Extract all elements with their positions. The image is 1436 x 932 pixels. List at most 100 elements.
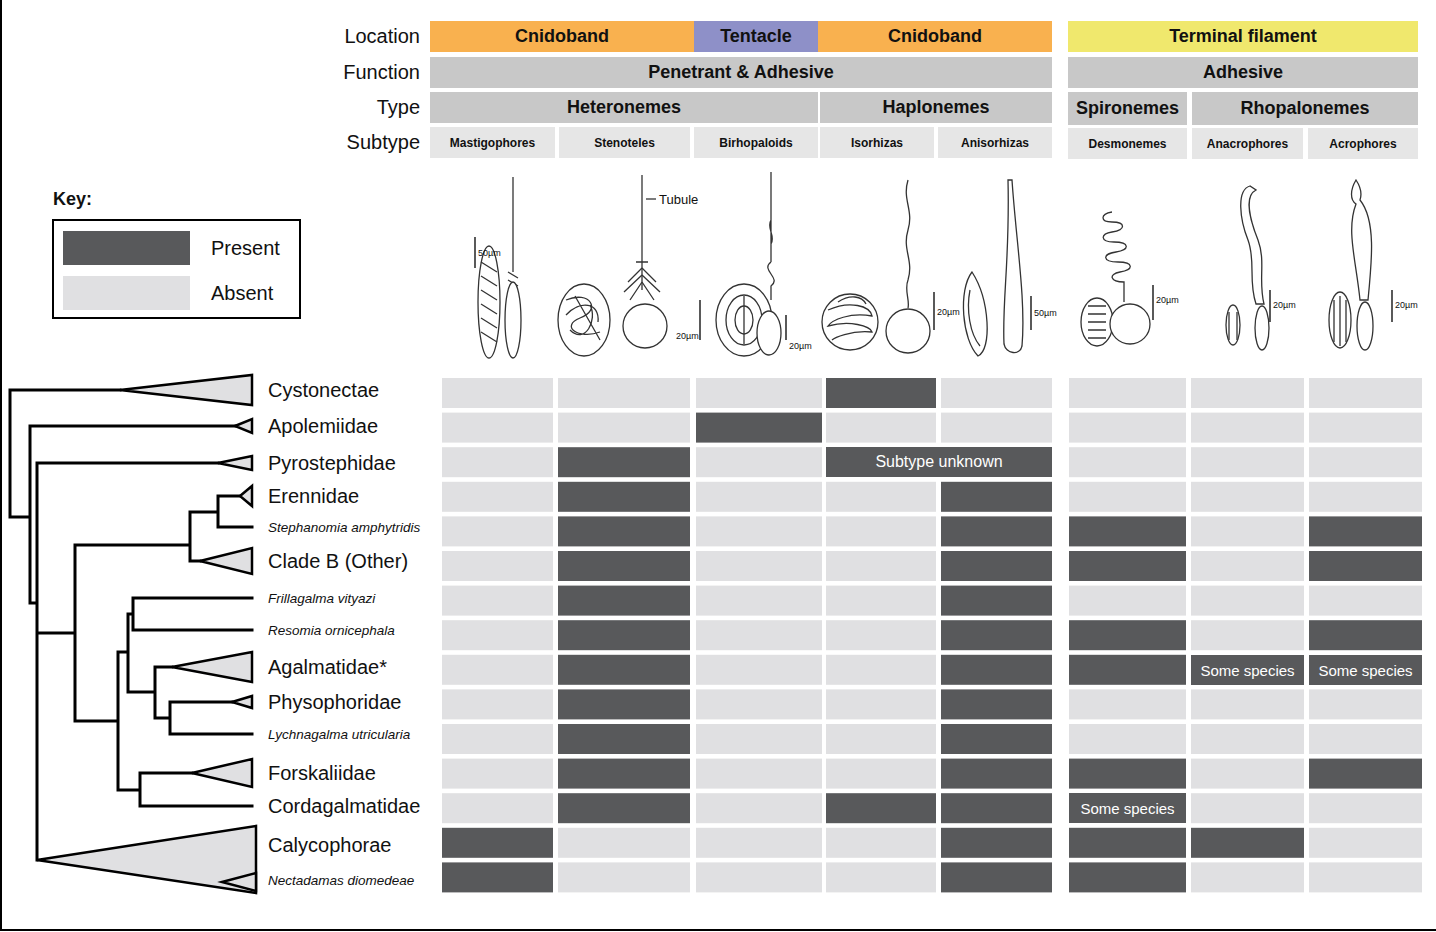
taxon-label: Calycophorae — [268, 834, 391, 857]
absent-cell — [1191, 759, 1304, 789]
absent-cell — [558, 862, 690, 892]
absent-cell — [1191, 586, 1304, 616]
scale-label: 20µm — [789, 341, 812, 351]
absent-cell — [826, 828, 936, 858]
absent-cell — [696, 482, 822, 512]
present-cell — [1069, 828, 1186, 858]
present-cell — [826, 378, 936, 408]
present-cell — [558, 724, 690, 754]
node-text: Subtype unknown — [875, 453, 1002, 471]
absent-cell — [826, 516, 936, 546]
node-text: Anacrophores — [1207, 137, 1288, 151]
type-band: Haplonemes — [820, 92, 1052, 123]
absent-cell — [1309, 586, 1422, 616]
absent-cell — [696, 862, 822, 892]
legend-text: Absent — [211, 282, 273, 305]
absent-cell — [826, 551, 936, 581]
node-text: Heteronemes — [567, 97, 681, 118]
absent-cell — [1309, 724, 1422, 754]
absent-cell — [442, 689, 553, 719]
node-text: Some species — [1200, 662, 1294, 679]
absent-cell — [941, 413, 1052, 443]
present-cell — [1309, 759, 1422, 789]
absent-cell — [558, 378, 690, 408]
presence-matrix — [442, 378, 1422, 892]
subtype-cell: Birhopaloids — [694, 127, 818, 158]
type-band: Heteronemes — [430, 92, 818, 123]
taxon-label: Pyrostephidae — [268, 452, 396, 475]
absent-cell — [696, 724, 822, 754]
note-cell: Some species — [1309, 655, 1422, 685]
present-cell — [1069, 620, 1186, 650]
present-cell — [558, 586, 690, 616]
legend-swatch — [63, 231, 190, 265]
function-band: Penetrant & Adhesive — [430, 57, 1052, 88]
subtype-cell: Desmonemes — [1068, 128, 1187, 159]
location-band: Tentacle — [694, 21, 818, 52]
scale-label: 20µm — [1273, 300, 1296, 310]
frame-line — [0, 0, 2, 931]
absent-cell — [442, 413, 553, 443]
present-cell — [442, 828, 553, 858]
absent-cell — [696, 759, 822, 789]
present-cell — [941, 655, 1052, 685]
absent-cell — [696, 586, 822, 616]
absent-cell — [1309, 793, 1422, 823]
legend-text: Present — [211, 237, 280, 260]
absent-cell — [1309, 862, 1422, 892]
absent-cell — [696, 447, 822, 477]
taxon-label: Apolemiidae — [268, 415, 378, 438]
scale-label: 20µm — [1156, 295, 1179, 305]
absent-cell — [1191, 689, 1304, 719]
note-cell: Some species — [1069, 793, 1186, 823]
key-heading: Key: — [53, 189, 92, 210]
absent-cell — [826, 862, 936, 892]
taxon-label: Forskaliidae — [268, 762, 376, 785]
absent-cell — [442, 724, 553, 754]
absent-cell — [442, 516, 553, 546]
scale-label: 20µm — [1395, 300, 1418, 310]
present-cell — [941, 689, 1052, 719]
node-text: Some species — [1318, 662, 1412, 679]
present-cell — [941, 793, 1052, 823]
absent-cell — [1069, 378, 1186, 408]
absent-cell — [1191, 482, 1304, 512]
absent-cell — [442, 586, 553, 616]
present-cell — [941, 516, 1052, 546]
present-cell — [941, 620, 1052, 650]
absent-cell — [696, 620, 822, 650]
absent-cell — [558, 828, 690, 858]
node-text: Isorhizas — [851, 136, 903, 150]
absent-cell — [1069, 586, 1186, 616]
scale-label: 50µm — [478, 248, 501, 258]
present-cell — [826, 793, 936, 823]
taxon-label: Agalmatidae* — [268, 656, 387, 679]
phylogeny-tree — [10, 390, 252, 860]
row-label: Type — [377, 96, 420, 119]
node-text: Some species — [1080, 800, 1174, 817]
absent-cell — [826, 759, 936, 789]
present-cell — [941, 724, 1052, 754]
present-cell — [558, 482, 690, 512]
subtype-cell: Mastigophores — [430, 127, 555, 158]
absent-cell — [1191, 793, 1304, 823]
nematocyst-drawings — [475, 172, 1392, 358]
present-cell — [1069, 862, 1186, 892]
present-cell — [442, 862, 553, 892]
taxon-label: Cystonectae — [268, 379, 379, 402]
present-cell — [1069, 655, 1186, 685]
absent-cell — [1191, 862, 1304, 892]
present-cell — [1191, 828, 1304, 858]
absent-cell — [826, 724, 936, 754]
function-band: Adhesive — [1068, 57, 1418, 88]
absent-cell — [1191, 620, 1304, 650]
present-cell — [941, 551, 1052, 581]
scale-label: 20µm — [937, 307, 960, 317]
scale-label: 50µm — [1034, 308, 1057, 318]
absent-cell — [1309, 828, 1422, 858]
present-cell — [1309, 620, 1422, 650]
absent-cell — [696, 689, 822, 719]
absent-cell — [1191, 447, 1304, 477]
type-band: Rhopalonemes — [1192, 92, 1418, 125]
absent-cell — [696, 828, 822, 858]
